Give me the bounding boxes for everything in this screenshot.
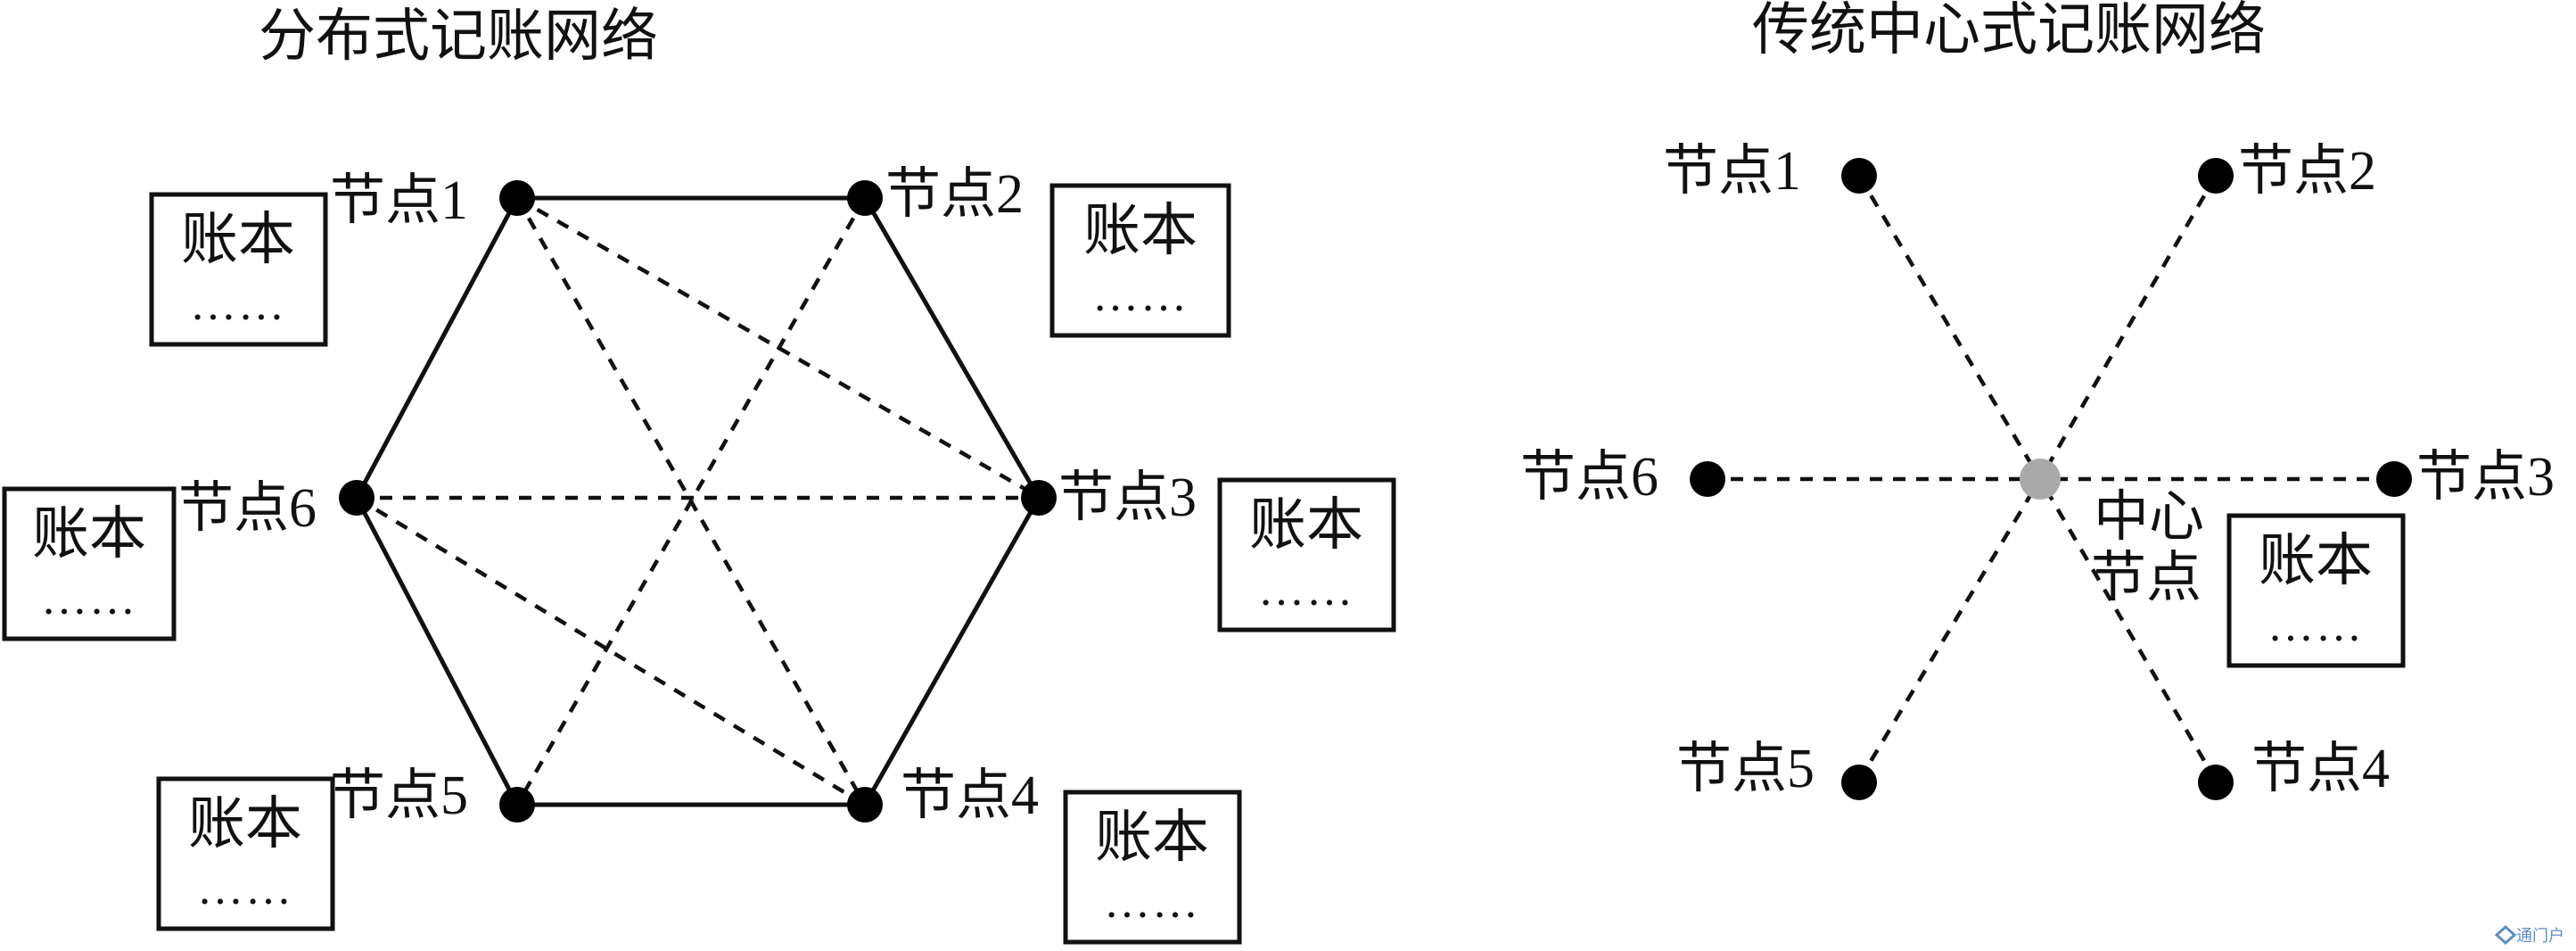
ledger-dots: …… bbox=[190, 279, 286, 330]
watermark-text: 通门户 bbox=[2516, 927, 2564, 945]
left-node-label-3: 节点3 bbox=[1058, 467, 1197, 528]
spoke-2 bbox=[2038, 174, 2218, 481]
watermark-logo-icon bbox=[2494, 924, 2517, 946]
left-title: 分布式记账网络 bbox=[259, 4, 658, 68]
right-node-label-1: 节点1 bbox=[1663, 141, 1801, 202]
left-node-4 bbox=[847, 787, 883, 823]
left-node-label-2: 节点2 bbox=[885, 164, 1024, 225]
left-node-2 bbox=[847, 180, 883, 216]
right-node-6 bbox=[1690, 461, 1725, 497]
right-node-label-5: 节点5 bbox=[1676, 739, 1815, 799]
center-label-line2: 节点 bbox=[2091, 548, 2202, 608]
right-title: 传统中心式记账网络 bbox=[1752, 0, 2266, 62]
left-hexagon bbox=[354, 195, 1041, 807]
right-node-1 bbox=[1841, 158, 1877, 194]
right-node-label-3: 节点3 bbox=[2416, 447, 2555, 508]
right-node-3 bbox=[2376, 461, 2412, 497]
ledger-dots: …… bbox=[1258, 565, 1354, 616]
ledger-dots: …… bbox=[1104, 877, 1200, 928]
left-dashed-links bbox=[355, 196, 1041, 806]
right-node-4 bbox=[2198, 765, 2234, 800]
center-node bbox=[2020, 459, 2061, 500]
ledger-dots: …… bbox=[197, 864, 293, 914]
right-dashed-links bbox=[1708, 174, 2394, 782]
left-node-label-4: 节点4 bbox=[901, 765, 1039, 826]
ledger-title: 账本 bbox=[2259, 529, 2373, 592]
left-node-label-6: 节点6 bbox=[178, 478, 317, 539]
ledger-title: 账本 bbox=[181, 208, 295, 271]
ledger-title: 账本 bbox=[1249, 493, 1363, 557]
link-1-3 bbox=[515, 196, 1041, 499]
right-node-2 bbox=[2198, 158, 2234, 194]
ledger-box-1: 账本 …… bbox=[149, 192, 328, 347]
center-label-line1: 中心 bbox=[2094, 487, 2204, 548]
ledger-box-4: 账本 …… bbox=[1063, 790, 1242, 945]
ledger-dots: …… bbox=[1092, 270, 1189, 321]
left-node-6 bbox=[339, 480, 374, 516]
right-node-label-2: 节点2 bbox=[2238, 141, 2376, 202]
center-ledger-box: 账本 …… bbox=[2226, 513, 2406, 668]
ledger-box-2: 账本 …… bbox=[1049, 183, 1231, 338]
ledger-title: 账本 bbox=[1095, 806, 1209, 869]
ledger-title: 账本 bbox=[188, 792, 302, 856]
left-node-1 bbox=[499, 180, 535, 216]
watermark: 通门户 bbox=[2494, 924, 2564, 946]
ledger-title: 账本 bbox=[1083, 199, 1197, 262]
spoke-5 bbox=[1857, 477, 2042, 782]
right-node-label-6: 节点6 bbox=[1520, 447, 1658, 508]
left-node-label-5: 节点5 bbox=[330, 765, 468, 826]
link-6-4 bbox=[355, 496, 867, 806]
left-node-3 bbox=[1021, 480, 1057, 516]
ledger-title: 账本 bbox=[32, 502, 146, 566]
ledger-dots: …… bbox=[41, 574, 137, 624]
right-node-5 bbox=[1841, 765, 1877, 800]
spoke-4 bbox=[2038, 477, 2218, 782]
ledger-box-5: 账本 …… bbox=[156, 776, 335, 931]
right-node-label-4: 节点4 bbox=[2251, 739, 2390, 799]
link-2-5 bbox=[515, 196, 867, 806]
ledger-dots: …… bbox=[2267, 600, 2364, 651]
ledger-box-6: 账本 …… bbox=[2, 486, 177, 641]
left-node-label-1: 节点1 bbox=[330, 170, 468, 231]
spoke-1 bbox=[1857, 174, 2042, 481]
left-node-5 bbox=[499, 787, 535, 823]
ledger-box-3: 账本 …… bbox=[1217, 477, 1396, 633]
